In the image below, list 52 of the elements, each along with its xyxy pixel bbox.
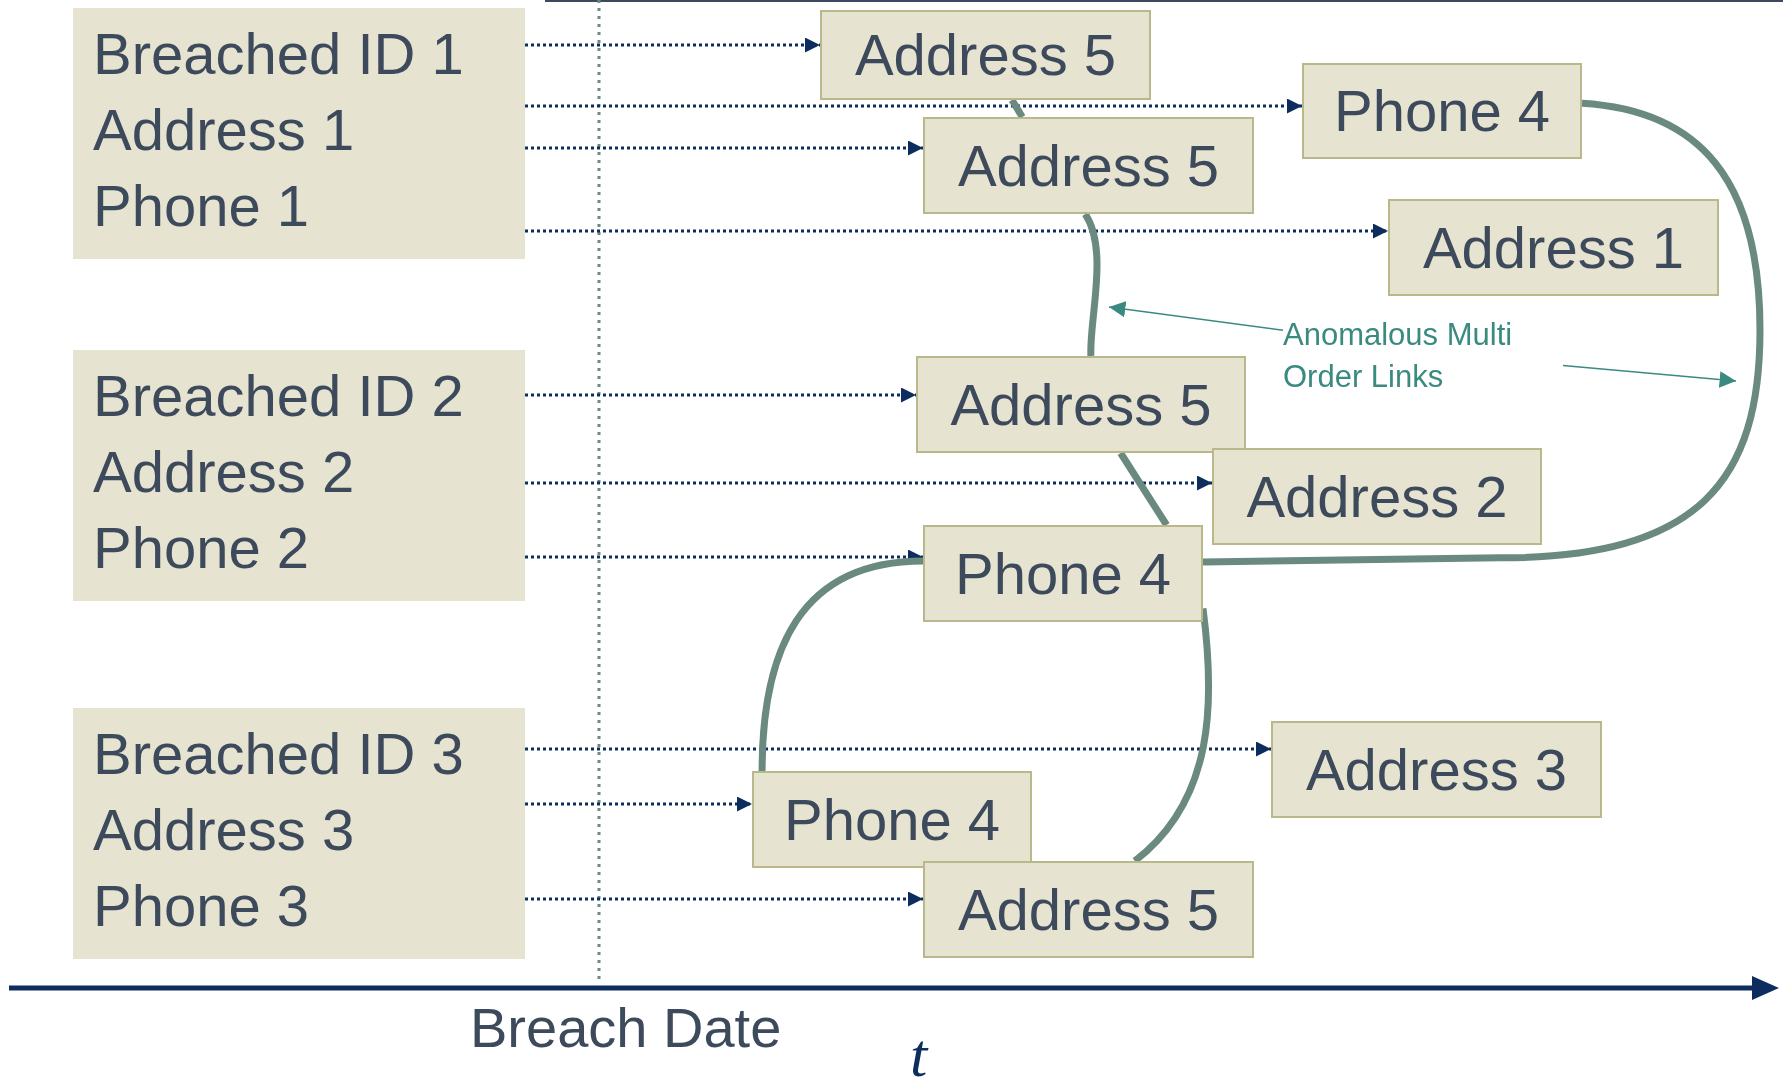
record-text: Breached ID 1 xyxy=(93,20,464,88)
arrow xyxy=(525,475,1212,491)
arrow xyxy=(525,98,1302,114)
arrow xyxy=(525,891,923,907)
record-box xyxy=(752,771,1032,868)
record-box xyxy=(923,525,1203,622)
record-box xyxy=(1388,199,1719,296)
record-box xyxy=(916,356,1246,453)
record-box xyxy=(923,117,1254,214)
record-text: Address 2 xyxy=(93,438,355,506)
record-text: Phone 3 xyxy=(93,872,310,940)
leader-line xyxy=(1108,301,1284,332)
record-box xyxy=(1212,448,1542,545)
link-curve xyxy=(1117,451,1170,527)
arrow xyxy=(525,37,820,53)
arrow xyxy=(525,741,1271,757)
record-box xyxy=(923,861,1254,958)
link-curve xyxy=(1009,98,1026,119)
link-curve xyxy=(1202,99,1764,566)
record-text: Address 3 xyxy=(93,796,355,864)
record-text: Address 2 xyxy=(1246,463,1508,530)
record-text: Phone 4 xyxy=(1333,78,1551,144)
link-curve xyxy=(1082,212,1101,357)
leader-line xyxy=(1562,364,1737,388)
record-text: Address 5 xyxy=(854,22,1117,88)
record-text: Address 3 xyxy=(1305,736,1568,803)
axis-label: Breach Date xyxy=(470,995,782,1060)
record-box xyxy=(1302,63,1582,159)
record-text: Breached ID 2 xyxy=(93,362,464,430)
record-text: Address 1 xyxy=(1422,214,1685,281)
record-text: Phone 1 xyxy=(93,172,310,240)
arrow xyxy=(525,796,752,812)
record-text: Breached ID 3 xyxy=(93,720,464,788)
record-box xyxy=(820,10,1151,100)
breached-id-card xyxy=(73,350,525,601)
record-text: Phone 4 xyxy=(783,786,1001,853)
annotation-text: Anomalous Multi Order Links xyxy=(1283,314,1563,400)
record-text: Address 1 xyxy=(93,96,355,164)
record-text: Phone 4 xyxy=(954,540,1172,607)
record-text: Address 5 xyxy=(957,132,1220,199)
link-curve xyxy=(758,557,924,772)
breached-id-card xyxy=(73,708,525,959)
arrow xyxy=(525,223,1388,239)
link-curve xyxy=(1132,608,1213,864)
axis-variable: t xyxy=(910,1020,928,1084)
arrow xyxy=(525,387,916,403)
record-box xyxy=(1271,721,1602,818)
breached-id-card xyxy=(73,8,525,259)
record-text: Address 5 xyxy=(957,876,1220,943)
record-text: Address 5 xyxy=(950,371,1212,438)
record-text: Phone 2 xyxy=(93,514,310,582)
arrow xyxy=(525,140,923,156)
